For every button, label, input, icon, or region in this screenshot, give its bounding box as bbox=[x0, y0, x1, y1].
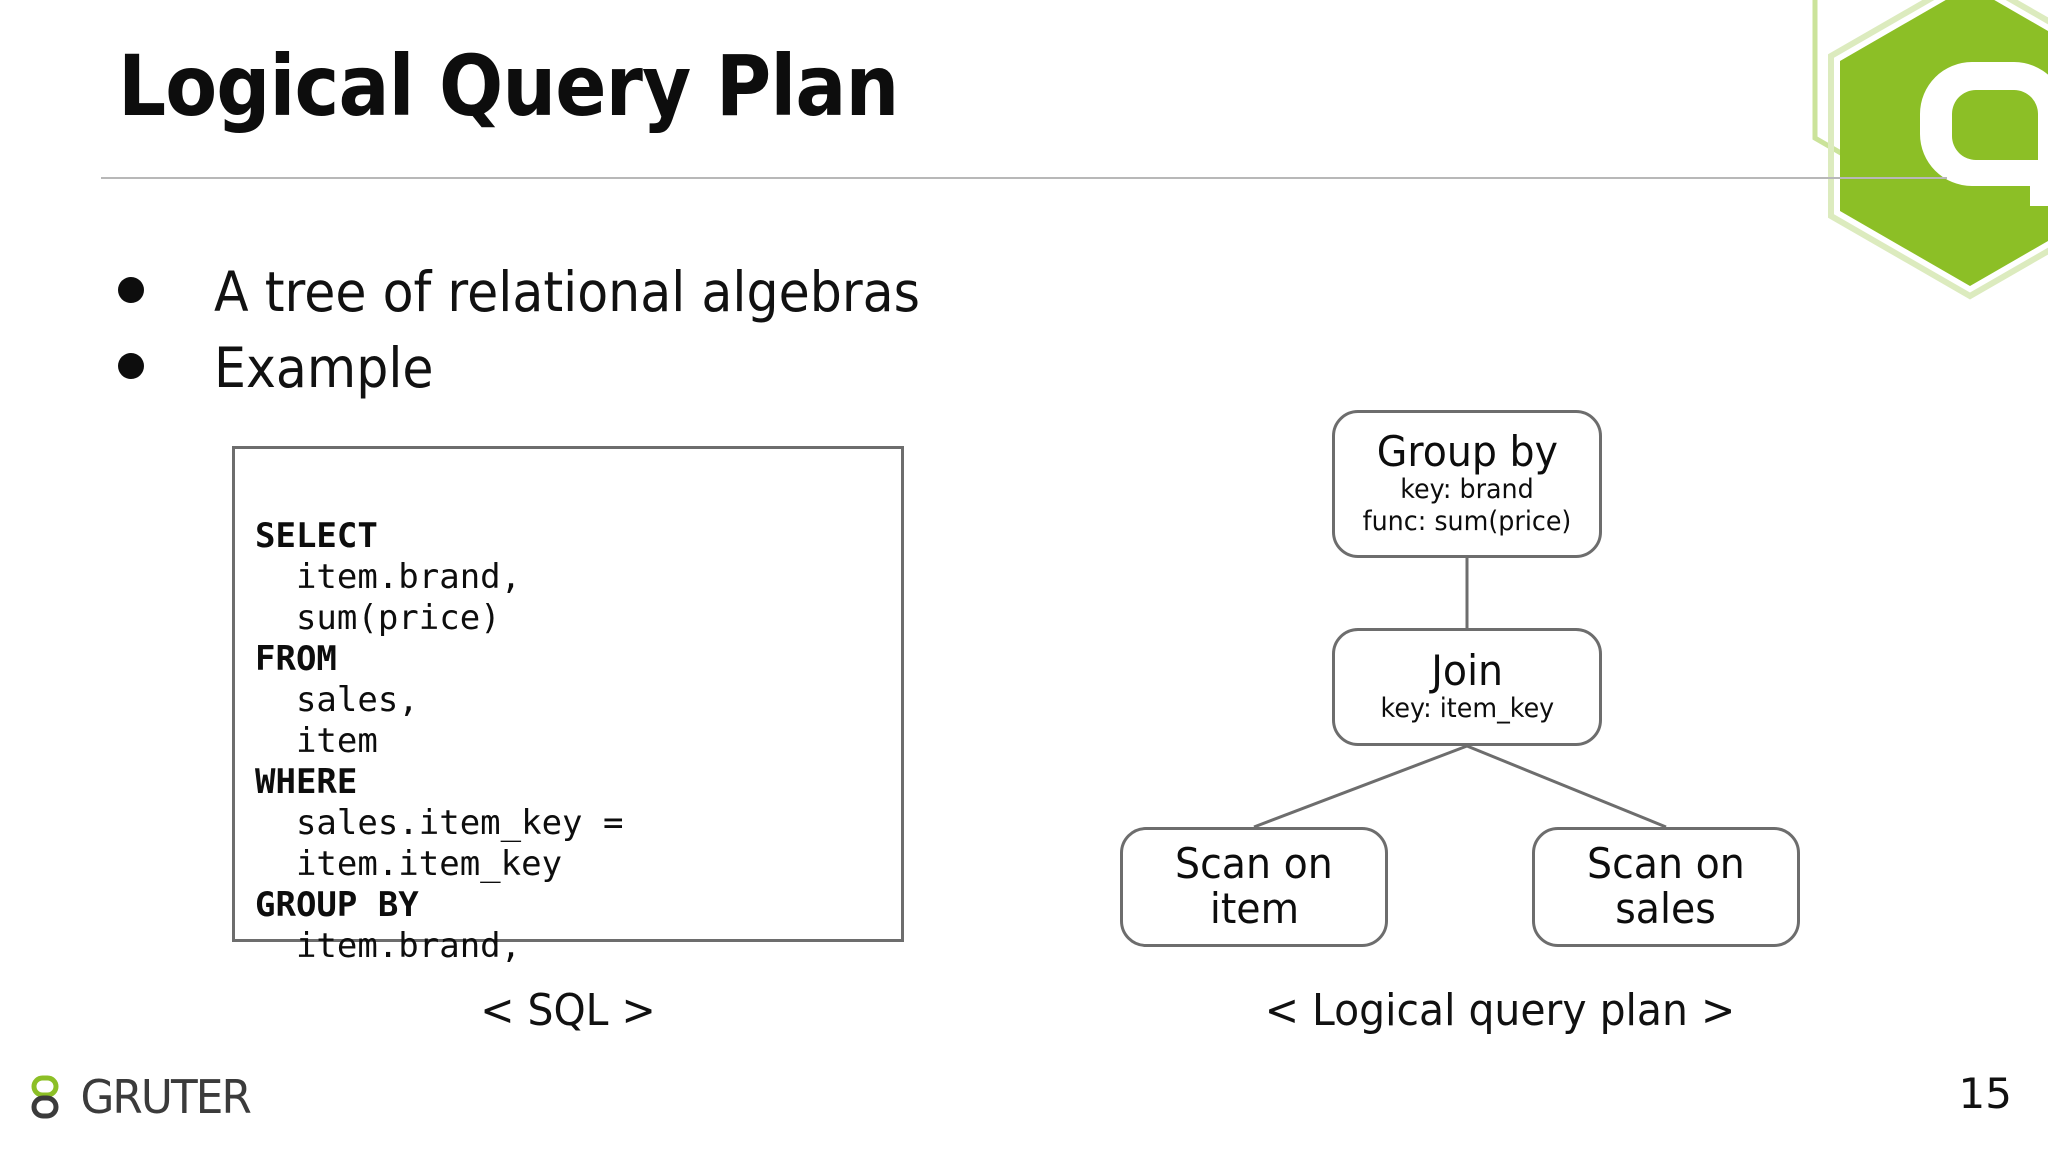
sql-line: item.item_key bbox=[255, 844, 563, 884]
bullet-text: A tree of relational algebras bbox=[214, 260, 921, 324]
tree-node-title: item bbox=[1209, 884, 1299, 933]
tree-node-group-by[interactable]: Group by key: brand func: sum(price) bbox=[1332, 410, 1602, 558]
bullet-text: Example bbox=[214, 335, 434, 400]
bullet-dot-icon bbox=[118, 277, 144, 303]
query-plan-tree: Group by key: brand func: sum(price) Joi… bbox=[1100, 410, 1900, 970]
tree-caption: < Logical query plan > bbox=[1264, 985, 1736, 1036]
tree-node-subtitle: func: sum(price) bbox=[1362, 506, 1572, 538]
sql-line: item bbox=[255, 721, 378, 761]
sql-keyword: FROM bbox=[255, 639, 337, 679]
tree-node-subtitle: key: item_key bbox=[1380, 693, 1554, 725]
tree-node-scan-sales[interactable]: Scan on sales bbox=[1532, 827, 1800, 947]
tree-node-title: sales bbox=[1615, 884, 1717, 933]
tree-node-scan-item[interactable]: Scan on item bbox=[1120, 827, 1388, 947]
sql-line: sales, bbox=[255, 680, 419, 720]
sql-line: item.brand, bbox=[255, 557, 522, 597]
gruter-mark-icon bbox=[31, 1075, 59, 1119]
tree-node-join[interactable]: Join key: item_key bbox=[1332, 628, 1602, 746]
sql-keyword: WHERE bbox=[255, 762, 358, 802]
sql-code-block: SELECT item.brand, sum(price) FROM sales… bbox=[255, 475, 901, 1008]
list-item: Example bbox=[118, 335, 1218, 400]
sql-line: sum(price) bbox=[255, 598, 501, 638]
hexagon-logo bbox=[1800, 0, 2048, 304]
footer-logo: GRUTER bbox=[28, 1070, 254, 1124]
page-number: 15 bbox=[1958, 1069, 2012, 1118]
list-item: A tree of relational algebras bbox=[118, 260, 1218, 324]
footer-brand-text: GRUTER bbox=[80, 1070, 251, 1124]
tree-node-title: Scan on bbox=[1587, 839, 1745, 889]
tree-node-title: Scan on bbox=[1175, 839, 1333, 889]
sql-keyword: SELECT bbox=[255, 516, 378, 556]
tree-node-title: Join bbox=[1431, 645, 1503, 695]
title-divider bbox=[101, 177, 1947, 179]
hexagon-logo-icon bbox=[1812, 0, 2048, 300]
bullet-dot-icon bbox=[118, 352, 144, 379]
sql-caption: < SQL > bbox=[480, 985, 656, 1036]
sql-keyword: GROUP BY bbox=[255, 885, 419, 925]
sql-code-panel: SELECT item.brand, sum(price) FROM sales… bbox=[232, 446, 904, 966]
tree-node-title: Group by bbox=[1376, 426, 1558, 476]
tree-node-subtitle: key: brand bbox=[1400, 474, 1534, 506]
sql-line: sales.item_key = bbox=[255, 803, 624, 843]
tree-connectors bbox=[1253, 558, 1667, 829]
page-title: Logical Query Plan bbox=[118, 37, 899, 135]
bullet-list: A tree of relational algebras Example bbox=[118, 260, 1218, 413]
sql-line: item.brand, bbox=[255, 926, 522, 966]
